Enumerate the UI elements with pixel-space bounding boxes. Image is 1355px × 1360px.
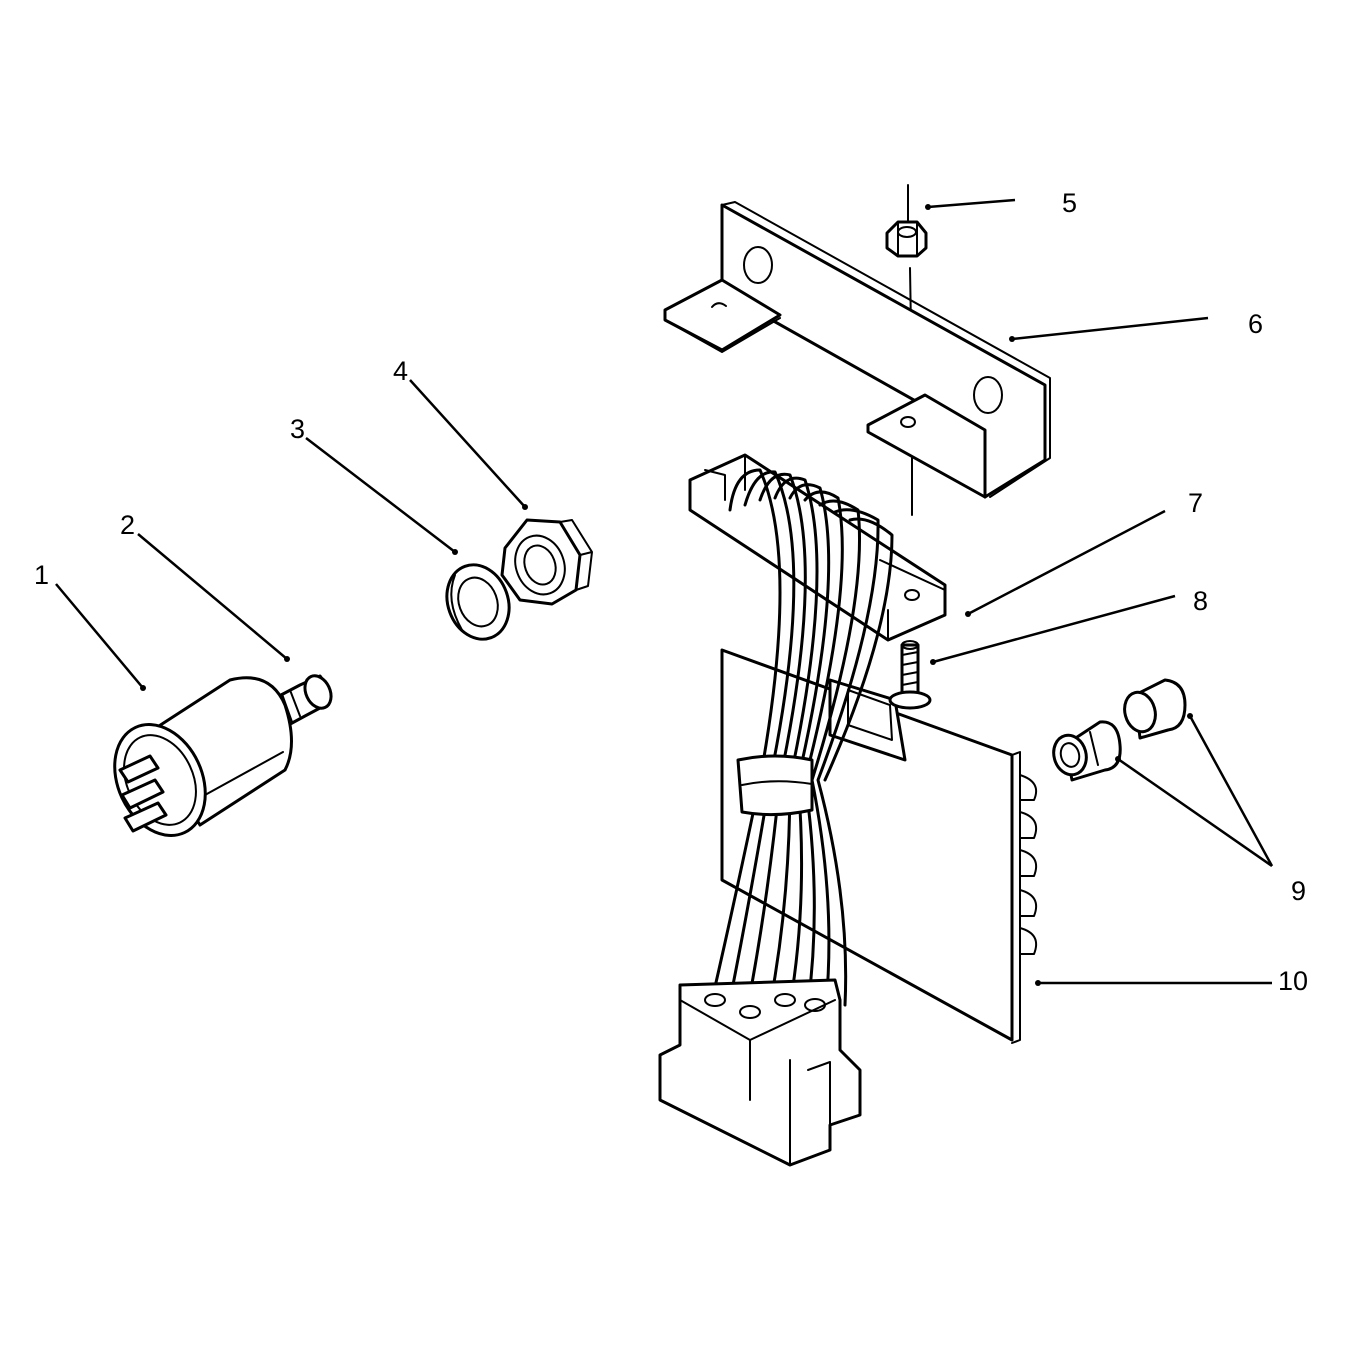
circuit-board xyxy=(720,648,1038,1044)
callout-4: 4 xyxy=(393,356,408,386)
mounting-screw xyxy=(888,640,932,710)
washer xyxy=(445,563,511,641)
callout-8: 8 xyxy=(1193,586,1208,616)
small-nut xyxy=(885,220,928,258)
callout-3: 3 xyxy=(290,414,305,444)
wire-harness xyxy=(658,453,947,1167)
callout-7: 7 xyxy=(1188,488,1203,518)
hex-nut xyxy=(500,518,593,606)
switch-body xyxy=(113,676,293,837)
callout-labels: 1 2 3 4 5 6 7 8 9 10 xyxy=(34,188,1308,996)
callout-10: 10 xyxy=(1278,966,1308,996)
callout-2: 2 xyxy=(120,510,135,540)
leader-lines xyxy=(55,198,1274,986)
switch-terminals xyxy=(118,754,168,833)
callout-5: 5 xyxy=(1062,188,1077,218)
callout-9: 9 xyxy=(1291,876,1306,906)
callout-6: 6 xyxy=(1248,309,1263,339)
mounting-bracket xyxy=(663,201,1051,499)
led-caps xyxy=(1052,678,1187,782)
callout-1: 1 xyxy=(34,560,49,590)
switch-assembly xyxy=(113,674,333,837)
